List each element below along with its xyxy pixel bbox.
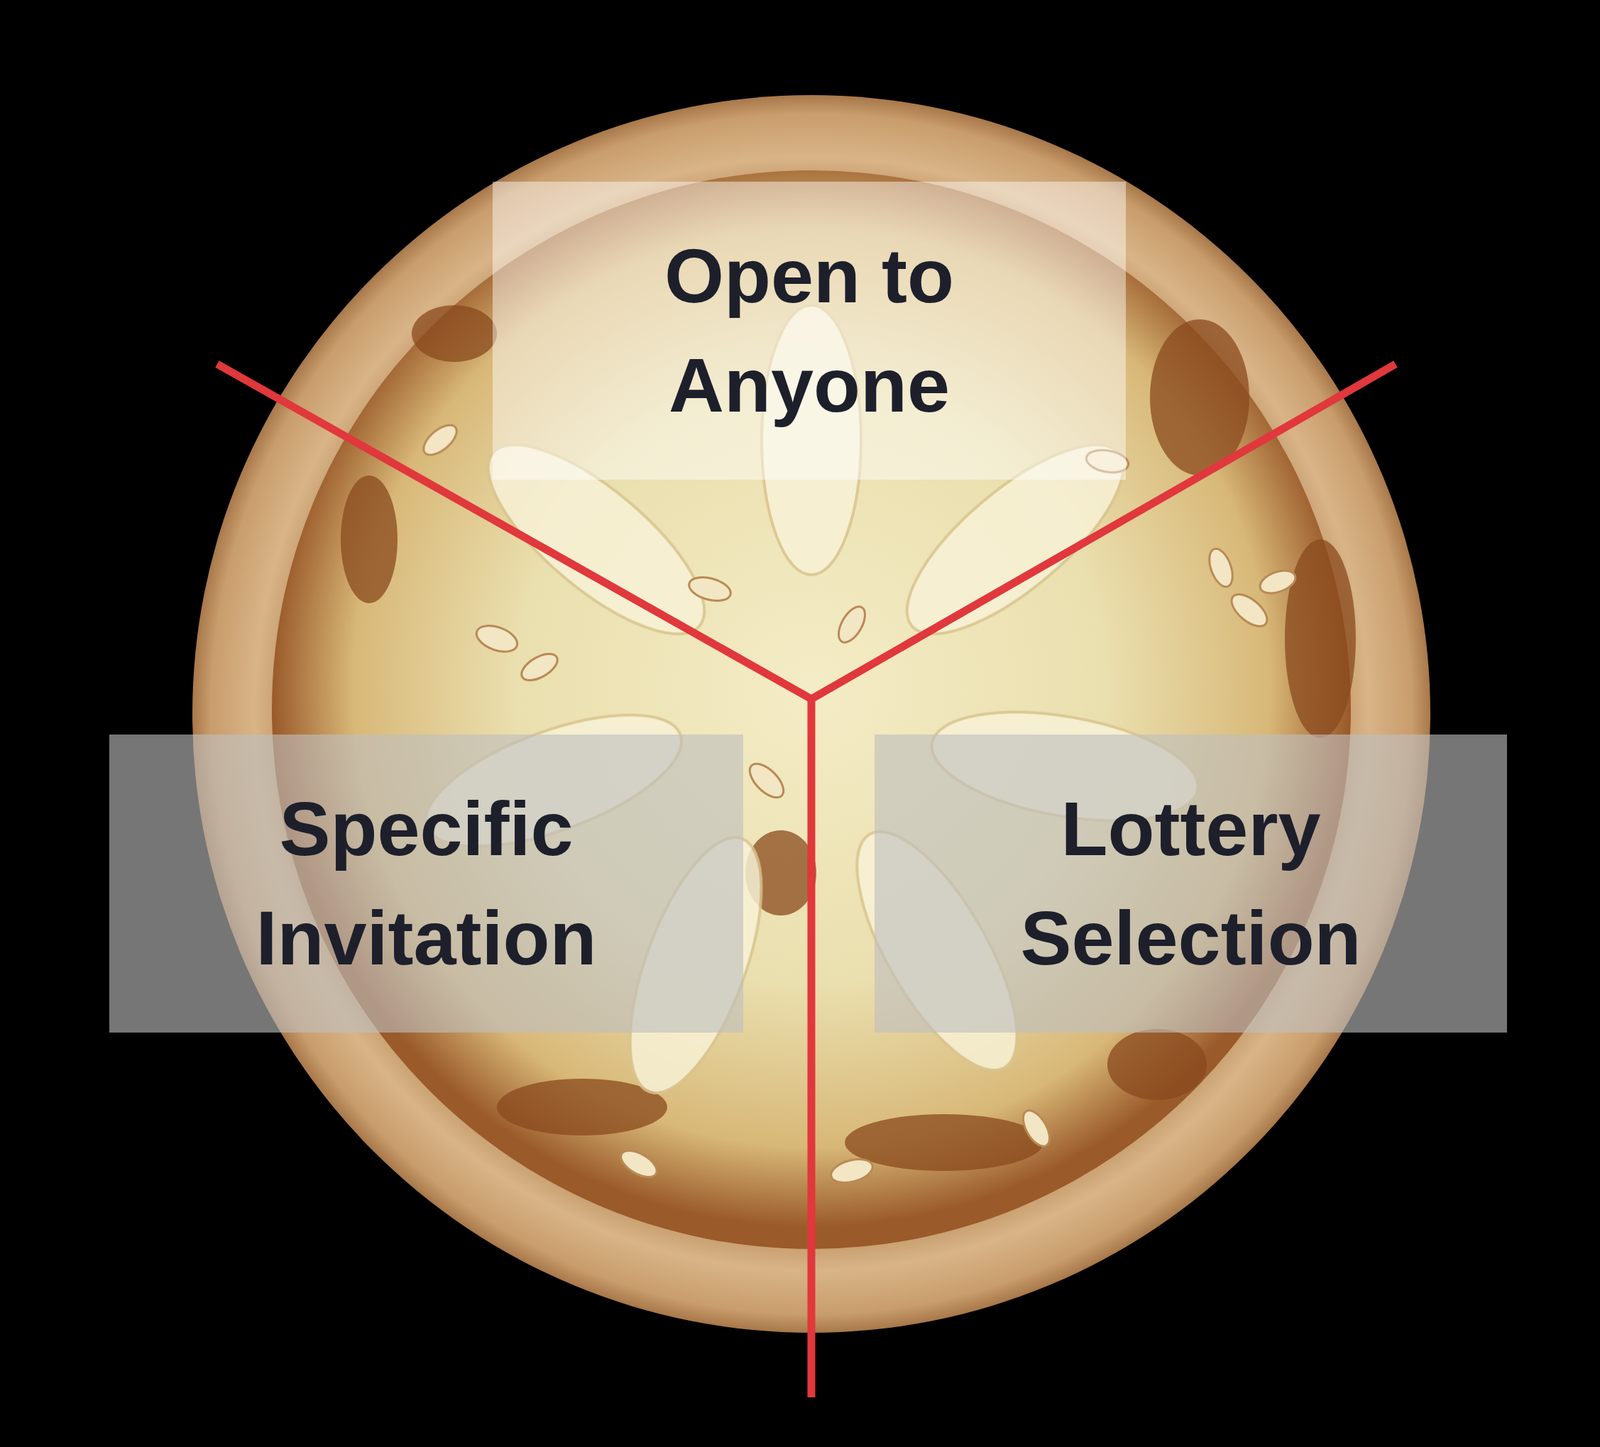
label-box: Open to Anyone — [492, 181, 1126, 480]
label-box: Lottery Selection — [874, 734, 1508, 1033]
label-text: Open to Anyone — [610, 221, 1008, 441]
label-text: Lottery Selection — [992, 774, 1390, 994]
label-text: Specific Invitation — [227, 774, 626, 994]
divider-line — [807, 699, 816, 1398]
label-box: Specific Invitation — [109, 734, 744, 1033]
